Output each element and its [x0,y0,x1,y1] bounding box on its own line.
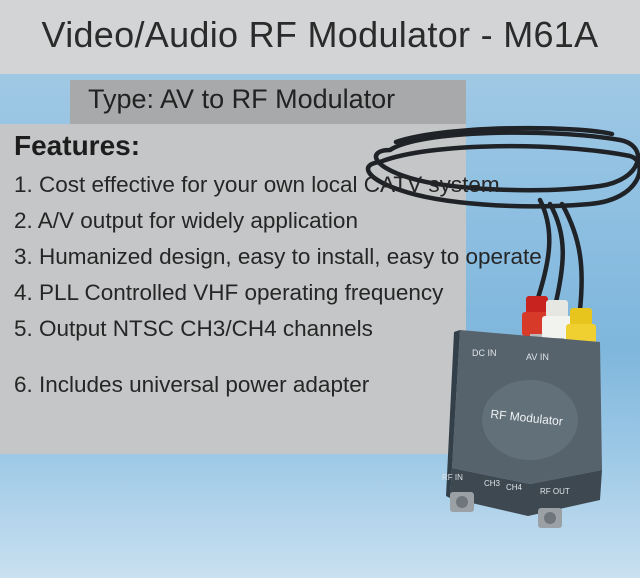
rf-modulator-image: DC IN AV IN RF Modulator RF IN CH3 CH4 R… [366,125,640,528]
features-list: 1. Cost effective for your own local CAT… [14,170,634,406]
title-band [0,0,640,74]
features-panel [0,124,466,454]
feature-item: 4. PLL Controlled VHF operating frequenc… [14,280,444,305]
type-label: Type: AV to RF Modulator [88,84,396,114]
feature-item: 6. Includes universal power adapter [14,372,370,397]
rf-out-connector [538,508,562,528]
rf-out-label: RF OUT [540,487,570,496]
dc-in-label: DC IN [472,348,497,358]
av-cable [366,125,640,313]
features-heading: Features: [14,130,141,161]
page-title: Video/Audio RF Modulator - M61A [41,14,599,55]
ch3-label: CH3 [484,479,501,488]
rf-in-label: RF IN [442,473,463,482]
rf-in-connector [450,492,474,512]
feature-item: 1. Cost effective for your own local CAT… [14,172,500,197]
feature-item: 5. Output NTSC CH3/CH4 channels [14,316,373,341]
av-in-label: AV IN [526,352,549,362]
ch4-label: CH4 [506,483,523,492]
type-box [70,80,466,124]
feature-item: 2. A/V output for widely application [14,208,358,233]
feature-item: 3. Humanized design, easy to install, ea… [14,244,542,269]
